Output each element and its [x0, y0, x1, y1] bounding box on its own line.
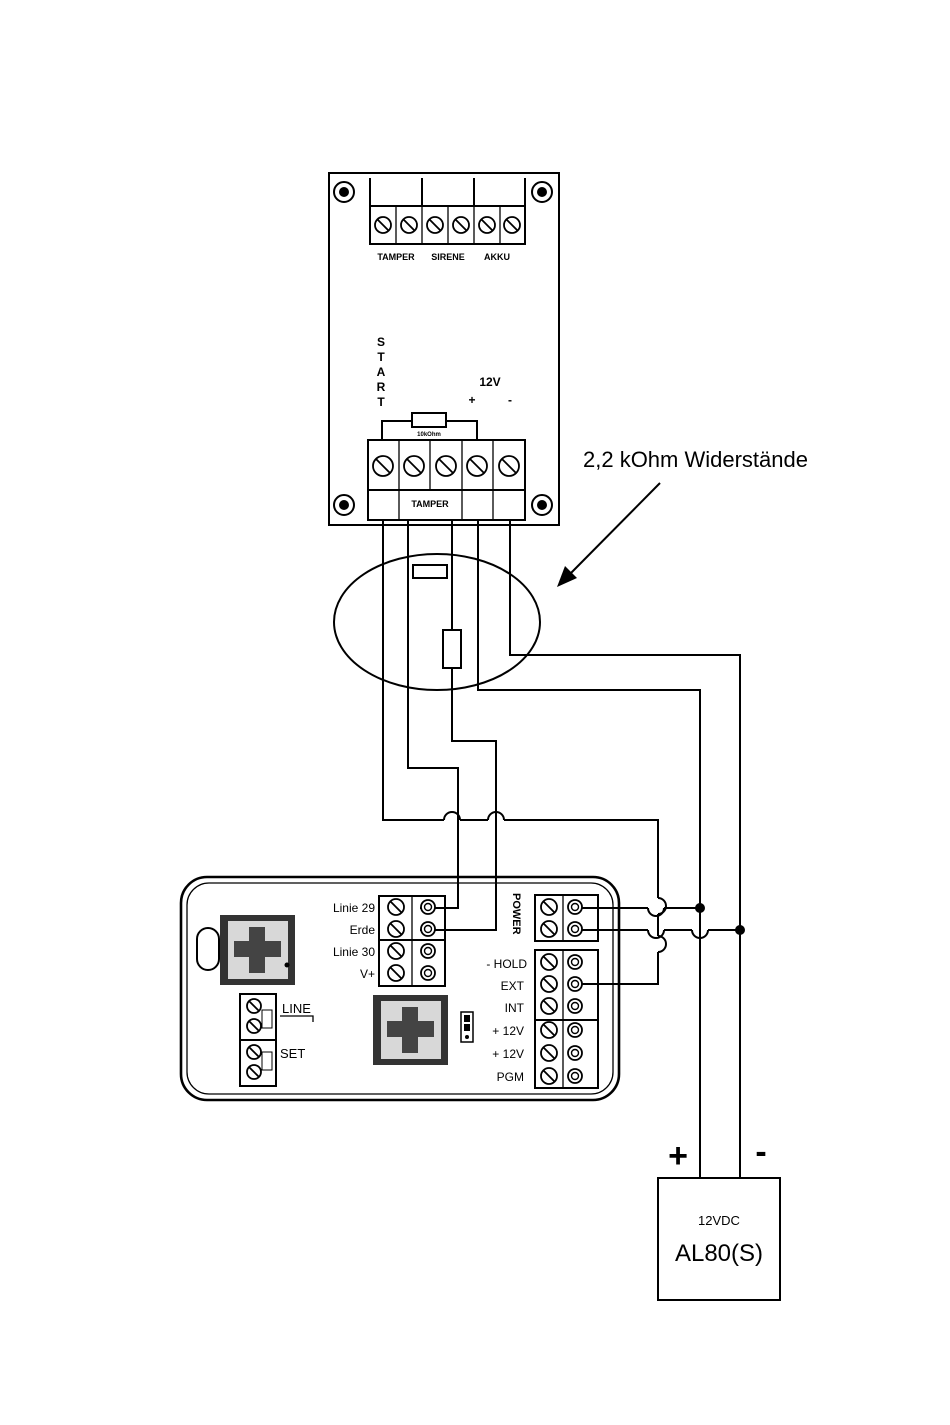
screw-terminal-icon [375, 217, 391, 233]
top-terminal-block: TAMPER SIRENE AKKU [370, 178, 525, 262]
junction-dot-icon [735, 925, 745, 935]
screw-terminal-icon [541, 1068, 557, 1084]
label-pgm: PGM [497, 1070, 524, 1084]
rj-connector-icon [373, 995, 448, 1065]
screw-terminal-icon [421, 944, 435, 958]
resistor-annotation: 2,2 kOhm Widerstände [583, 447, 808, 472]
bottom-terminal-block: TAMPER [368, 440, 525, 520]
start-label-letter: T [377, 395, 385, 409]
mounting-hole-icon [532, 182, 552, 202]
wires [383, 520, 740, 1178]
screw-terminal-icon [568, 1023, 582, 1037]
screw-terminal-icon [541, 921, 557, 937]
io-terminal-block: - HOLD EXT INT + 12V + 12V PGM [486, 950, 598, 1088]
screw-terminal-icon [247, 1019, 261, 1033]
resistor-icon: 10kOhm [382, 413, 477, 440]
psu-plus: + [668, 1137, 688, 1175]
start-label-letter: T [377, 350, 385, 364]
screw-terminal-icon [427, 217, 443, 233]
screw-terminal-icon [388, 921, 404, 937]
psu-model: AL80(S) [675, 1240, 763, 1267]
alarm-module: Linie 29 Erde Linie 30 V+ POWER - HOLD E… [181, 877, 619, 1100]
screw-terminal-icon [388, 943, 404, 959]
plus-label: + [468, 393, 475, 407]
screw-terminal-icon [568, 999, 582, 1013]
power-supply: 12VDC AL80(S) + - [658, 1133, 780, 1300]
screw-terminal-icon [541, 976, 557, 992]
screw-terminal-icon [499, 456, 519, 476]
mounting-hole-icon [334, 182, 354, 202]
start-label-letter: A [377, 365, 386, 379]
label-linie-30: Linie 30 [333, 945, 375, 959]
screw-terminal-icon [504, 217, 520, 233]
rj-connector-icon [220, 915, 295, 985]
line-label: LINE [282, 1001, 311, 1016]
screw-terminal-icon [388, 899, 404, 915]
screw-terminal-icon [247, 1065, 261, 1079]
screw-terminal-icon [467, 456, 487, 476]
screw-terminal-icon [436, 456, 456, 476]
screw-terminal-icon [541, 899, 557, 915]
label-int: INT [505, 1001, 525, 1015]
screw-terminal-icon [373, 456, 393, 476]
screw-terminal-icon [421, 966, 435, 980]
resistor-icon [413, 565, 447, 578]
power-terminal-block: POWER [510, 893, 598, 941]
screw-terminal-icon [568, 1046, 582, 1060]
label-v-plus: V+ [360, 967, 375, 981]
screw-terminal-icon [401, 217, 417, 233]
screw-terminal-icon [388, 965, 404, 981]
resistor-icon [443, 630, 461, 668]
screw-terminal-icon [404, 456, 424, 476]
junction-dot-icon [695, 903, 705, 913]
screw-terminal-icon [541, 998, 557, 1014]
screw-terminal-icon [568, 900, 582, 914]
screw-terminal-icon [479, 217, 495, 233]
start-label-letter: R [377, 380, 386, 394]
jumper-icon [461, 1012, 473, 1042]
screw-terminal-icon [568, 1069, 582, 1083]
screw-terminal-icon [247, 1045, 261, 1059]
label-linie-29: Linie 29 [333, 901, 375, 915]
label-ext: EXT [501, 979, 525, 993]
psu-voltage: 12VDC [698, 1213, 740, 1228]
screw-terminal-icon [568, 955, 582, 969]
label-hold: - HOLD [486, 957, 527, 971]
screw-terminal-icon [421, 900, 435, 914]
top-label-akku: AKKU [484, 252, 510, 262]
mounting-hole-icon [532, 495, 552, 515]
zone-terminal-block: Linie 29 Erde Linie 30 V+ [333, 896, 445, 986]
power-label: POWER [510, 893, 522, 935]
top-label-tamper: TAMPER [377, 252, 415, 262]
bottom-tamper-label: TAMPER [411, 499, 449, 509]
set-label: SET [280, 1046, 305, 1061]
screw-terminal-icon [568, 922, 582, 936]
voltage-label: 12V [479, 375, 500, 389]
resistor-label: 10kOhm [417, 432, 441, 438]
mounting-hole-icon [334, 495, 354, 515]
top-label-sirene: SIRENE [431, 252, 465, 262]
screw-terminal-icon [541, 954, 557, 970]
screw-terminal-icon [247, 999, 261, 1013]
screw-terminal-icon [421, 922, 435, 936]
screw-terminal-icon [568, 977, 582, 991]
label-12v-b: + 12V [492, 1047, 524, 1061]
line-set-terminal-block: LINE SET [240, 994, 313, 1086]
label-12v-a: + 12V [492, 1024, 524, 1038]
annotation-arrow [557, 483, 660, 587]
minus-label: - [508, 393, 512, 407]
label-erde: Erde [350, 923, 376, 937]
start-label-letter: S [377, 335, 385, 349]
screw-terminal-icon [541, 1045, 557, 1061]
screw-terminal-icon [541, 1022, 557, 1038]
screw-terminal-icon [453, 217, 469, 233]
psu-minus: - [755, 1133, 766, 1171]
